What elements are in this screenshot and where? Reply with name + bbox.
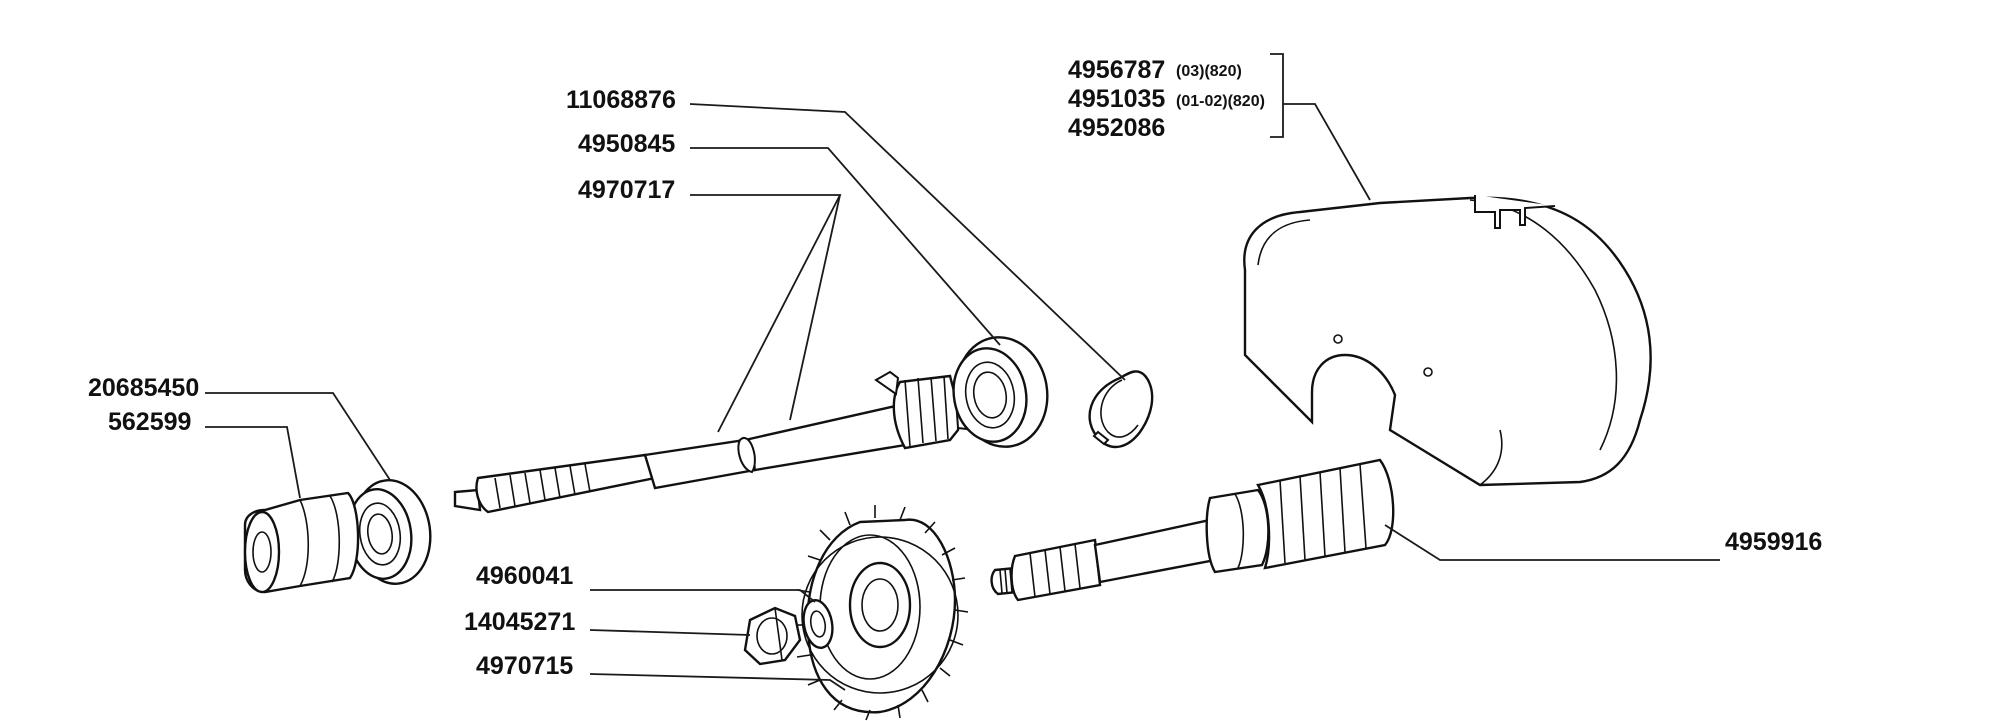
leader-4956787-group — [1270, 53, 1284, 138]
label-20685450: 20685450 — [88, 374, 199, 402]
lower-shaft — [990, 458, 1395, 602]
label-4960041: 4960041 — [476, 562, 573, 590]
part-labels: 4956787 (03)(820) 4951035 (01-02)(820) 4… — [88, 56, 1822, 680]
label-4951035: 4951035 — [1068, 85, 1165, 113]
leader-lines — [205, 53, 1720, 691]
splined-coupling — [243, 491, 360, 594]
snap-ring — [1088, 370, 1154, 449]
leader-562599 — [205, 426, 301, 499]
leader-4970715 — [589, 673, 846, 691]
label-562599: 562599 — [108, 408, 191, 436]
label-4950845: 4950845 — [578, 130, 675, 158]
upper-shaft — [453, 370, 977, 514]
label-4956787-note: (03)(820) — [1176, 63, 1242, 80]
leader-14045271 — [589, 629, 751, 636]
cover-housing — [1243, 195, 1652, 487]
leader-11068876 — [689, 103, 1126, 381]
left-bearing — [347, 479, 432, 585]
label-4959916: 4959916 — [1725, 528, 1822, 556]
leader-4970717 — [690, 194, 842, 433]
leader-group-cover — [1283, 103, 1371, 201]
leader-4960041 — [590, 589, 816, 603]
leader-4950845 — [690, 147, 1001, 346]
leader-4959916 — [1384, 524, 1720, 561]
leader-4970717-b — [789, 194, 841, 421]
upper-bearing — [952, 336, 1049, 448]
nut — [743, 606, 802, 666]
washer — [802, 599, 834, 649]
leader-20685450 — [205, 392, 391, 481]
label-4970717: 4970717 — [578, 176, 675, 204]
label-4970715: 4970715 — [476, 652, 573, 680]
label-4956787: 4956787 — [1068, 56, 1165, 84]
label-4951035-note: (01-02)(820) — [1176, 93, 1265, 110]
label-14045271: 14045271 — [464, 608, 575, 636]
label-4952086: 4952086 — [1068, 114, 1165, 142]
drive-gear — [793, 505, 969, 721]
label-11068876: 11068876 — [566, 86, 676, 114]
